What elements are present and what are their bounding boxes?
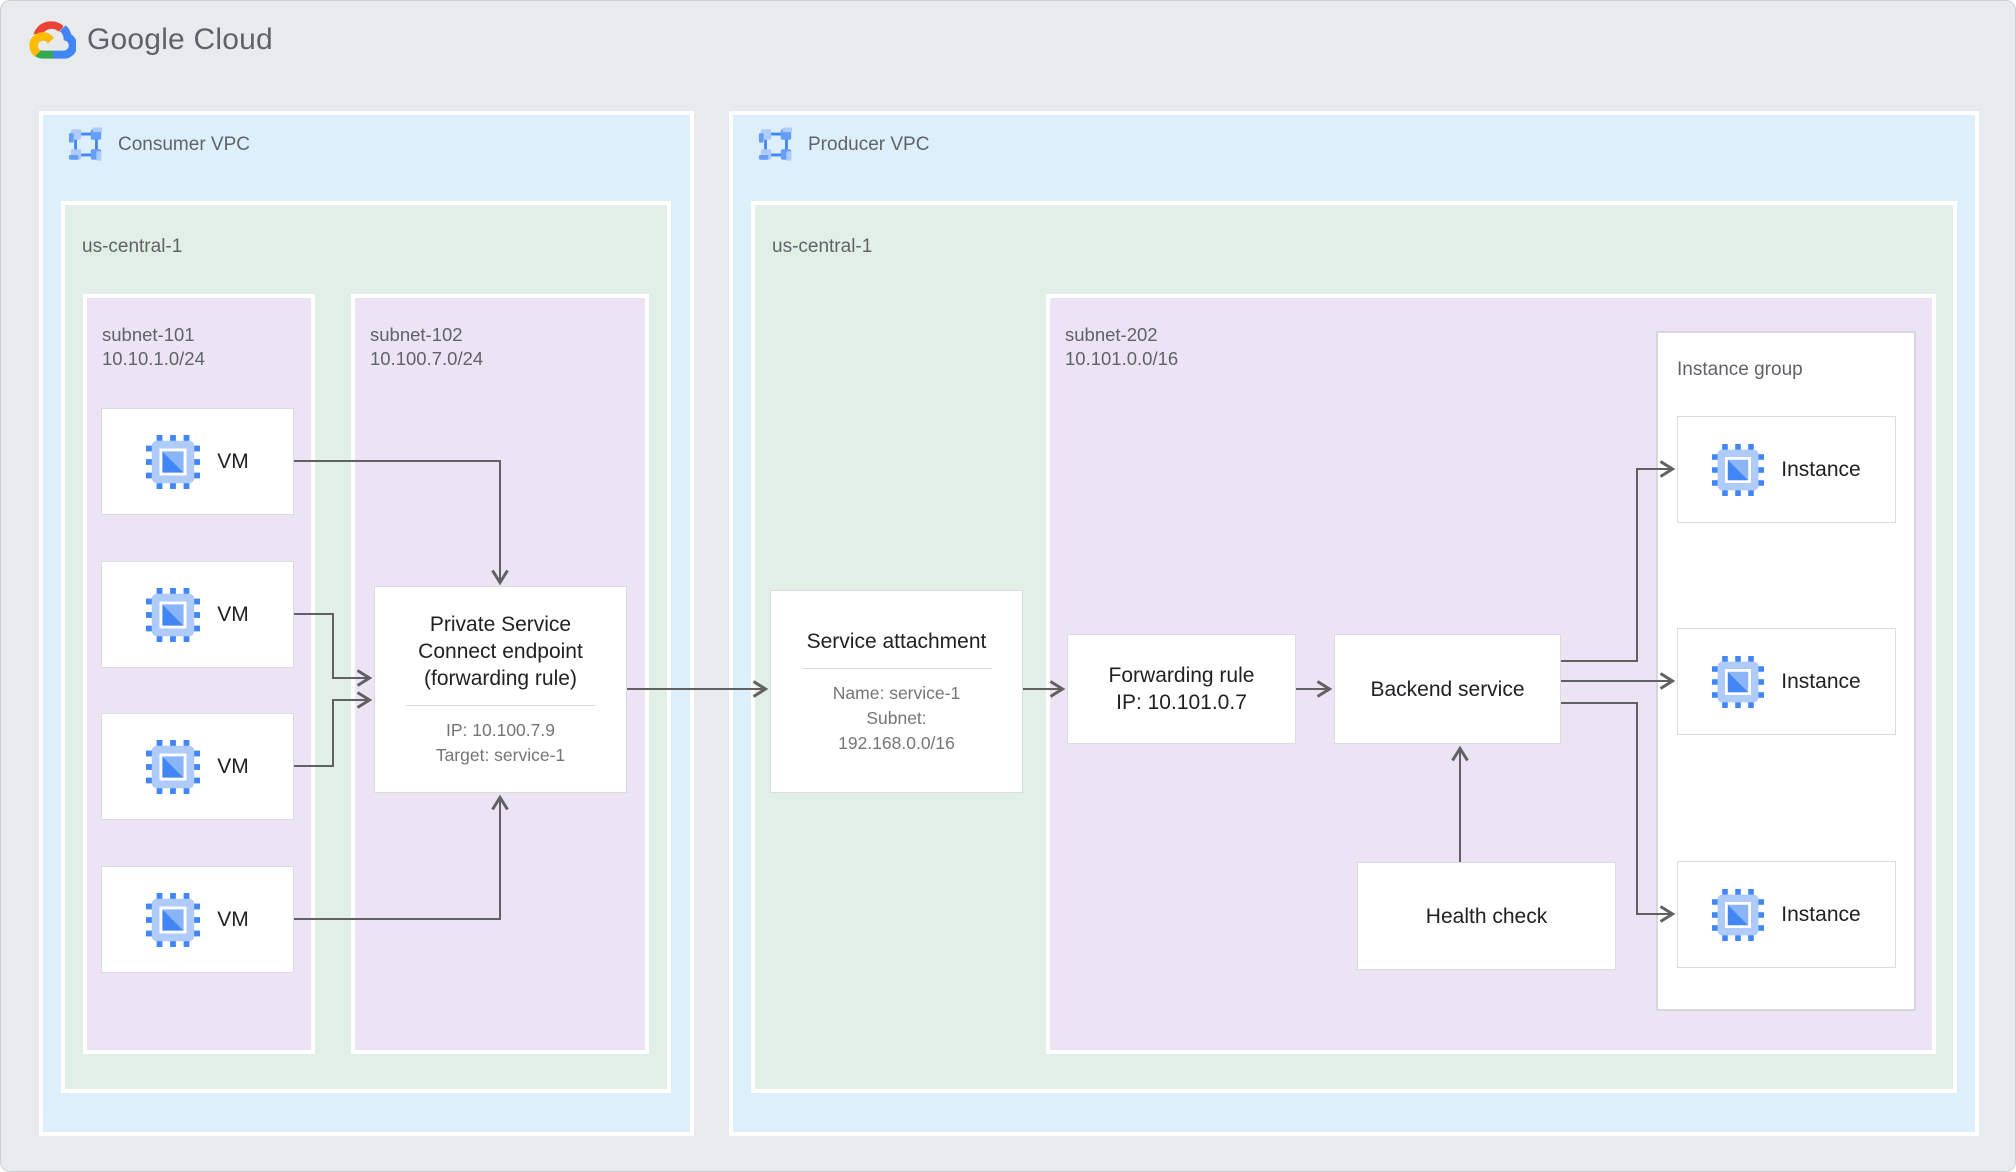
vm-4: VM <box>101 866 294 973</box>
google-cloud-icon <box>29 21 76 59</box>
consumer-vpc-label: Consumer VPC <box>118 133 250 155</box>
vm-label: VM <box>217 602 249 626</box>
producer-vpc-label: Producer VPC <box>808 133 930 155</box>
vm-2: VM <box>101 561 294 668</box>
consumer-vpc-header: Consumer VPC <box>67 127 250 162</box>
compute-engine-icon <box>1712 444 1764 496</box>
compute-engine-icon <box>146 893 200 947</box>
divider <box>405 705 596 706</box>
subnet-101-cidr: 10.10.1.0/24 <box>102 348 205 369</box>
service-attachment-subnet-label: Subnet: <box>866 707 927 728</box>
health-check: Health check <box>1357 862 1616 970</box>
backend-service: Backend service <box>1334 634 1561 744</box>
instance-3: Instance <box>1677 861 1896 968</box>
vpc-icon <box>757 127 795 162</box>
instance-1: Instance <box>1677 416 1896 523</box>
vm-3: VM <box>101 713 294 820</box>
vm-label: VM <box>217 907 249 931</box>
compute-engine-icon <box>1712 656 1764 708</box>
psc-endpoint-ip: IP: 10.100.7.9 <box>446 720 555 740</box>
vm-label: VM <box>217 754 249 778</box>
instance-label: Instance <box>1781 669 1861 693</box>
forwarding-rule: Forwarding rule IP: 10.101.0.7 <box>1067 634 1296 744</box>
subnet-102-name: subnet-102 <box>370 324 463 345</box>
vpc-icon <box>67 127 105 162</box>
divider <box>801 667 992 669</box>
compute-engine-icon <box>146 588 200 642</box>
vm-label: VM <box>217 449 249 473</box>
producer-region-label: us-central-1 <box>772 236 873 257</box>
producer-vpc-header: Producer VPC <box>757 127 929 162</box>
service-attachment-title: Service attachment <box>806 629 987 653</box>
service-attachment-subnet-cidr: 192.168.0.0/16 <box>838 732 955 753</box>
google-cloud-logo: Google Cloud <box>29 21 273 59</box>
instance-label: Instance <box>1781 902 1861 926</box>
forwarding-rule-title: Forwarding rule <box>1108 664 1255 687</box>
service-attachment: Service attachment Name: service-1 Subne… <box>770 590 1023 793</box>
compute-engine-icon <box>146 435 200 489</box>
subnet-101-label: subnet-101 10.10.1.0/24 <box>102 323 205 371</box>
psc-endpoint-title: Private Service Connect endpoint (forwar… <box>418 613 583 690</box>
compute-engine-icon <box>1712 889 1764 941</box>
psc-endpoint-target: Target: service-1 <box>435 745 566 765</box>
instance-2: Instance <box>1677 628 1896 735</box>
subnet-102-label: subnet-102 10.100.7.0/24 <box>370 323 483 371</box>
backend-service-label: Backend service <box>1370 677 1525 701</box>
instance-label: Instance <box>1781 457 1861 481</box>
health-check-label: Health check <box>1425 904 1548 928</box>
subnet-202-cidr: 10.101.0.0/16 <box>1065 348 1179 369</box>
service-attachment-name: Name: service-1 <box>832 682 961 703</box>
instance-group-label: Instance group <box>1677 359 1803 380</box>
subnet-202-label: subnet-202 10.101.0.0/16 <box>1065 323 1178 371</box>
psc-endpoint: Private Service Connect endpoint (forwar… <box>374 586 627 793</box>
subnet-102-cidr: 10.100.7.0/24 <box>370 348 484 369</box>
compute-engine-icon <box>146 740 200 794</box>
forwarding-rule-ip: IP: 10.101.0.7 <box>1116 691 1247 714</box>
consumer-region-label: us-central-1 <box>82 236 183 257</box>
subnet-101-name: subnet-101 <box>102 324 195 345</box>
logo-text: Google Cloud <box>87 23 273 56</box>
subnet-202-name: subnet-202 <box>1065 324 1158 345</box>
vm-1: VM <box>101 408 294 515</box>
